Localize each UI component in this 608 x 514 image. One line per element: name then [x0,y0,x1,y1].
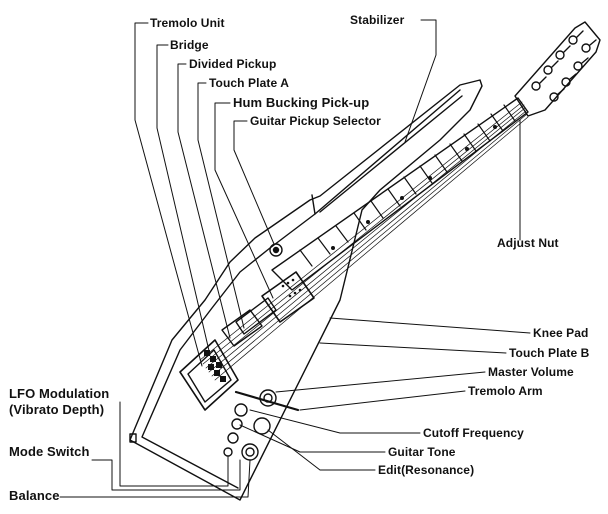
label-divided-pickup: Divided Pickup [189,57,277,71]
stabilizer-strut-2 [319,95,463,213]
label-guitar-pickup-selector: Guitar Pickup Selector [250,114,381,128]
bridge-saddles [204,350,226,382]
label-balance: Balance [9,488,60,503]
guitar-neck [271,97,529,291]
divided-pickup [221,309,263,347]
guitar-headstock [514,21,601,117]
fret-markers [331,125,497,250]
mode-switch-body [129,433,137,443]
leader-lines [59,19,531,498]
humbucker [261,271,315,323]
label-knee-pad: Knee Pad [533,326,589,340]
tremolo-unit [179,339,239,411]
tremolo-arm [234,390,300,412]
label-lfo-modulation: LFO Modulation [9,386,110,401]
control-knobs [223,389,277,461]
label-bridge: Bridge [170,38,209,52]
label-tremolo-unit: Tremolo Unit [150,16,225,30]
label-vibrato-depth: (Vibrato Depth) [9,402,105,417]
humbucker-poles [281,278,302,298]
label-stabilizer: Stabilizer [350,13,405,27]
frets [299,104,516,267]
pickup-selector-knob [269,243,283,257]
stabilizer-strut [314,89,461,215]
label-master-volume: Master Volume [488,365,574,379]
label-edit-resonance: Edit(Resonance) [378,463,475,477]
tuning-pegs [531,30,597,102]
label-hum-bucking-pickup: Hum Bucking Pick-up [233,95,370,110]
label-adjust-nut: Adjust Nut [497,236,559,250]
label-cutoff-frequency: Cutoff Frequency [423,426,524,440]
label-tremolo-arm: Tremolo Arm [468,384,543,398]
label-guitar-tone: Guitar Tone [388,445,456,459]
guitar-body-bevel [141,194,316,489]
label-touch-plate-b: Touch Plate B [509,346,590,360]
touch-plate-a-shape [235,297,277,335]
strings [199,101,529,381]
label-mode-switch: Mode Switch [9,444,90,459]
label-touch-plate-a: Touch Plate A [209,76,289,90]
guitar-body-outline [129,79,483,501]
